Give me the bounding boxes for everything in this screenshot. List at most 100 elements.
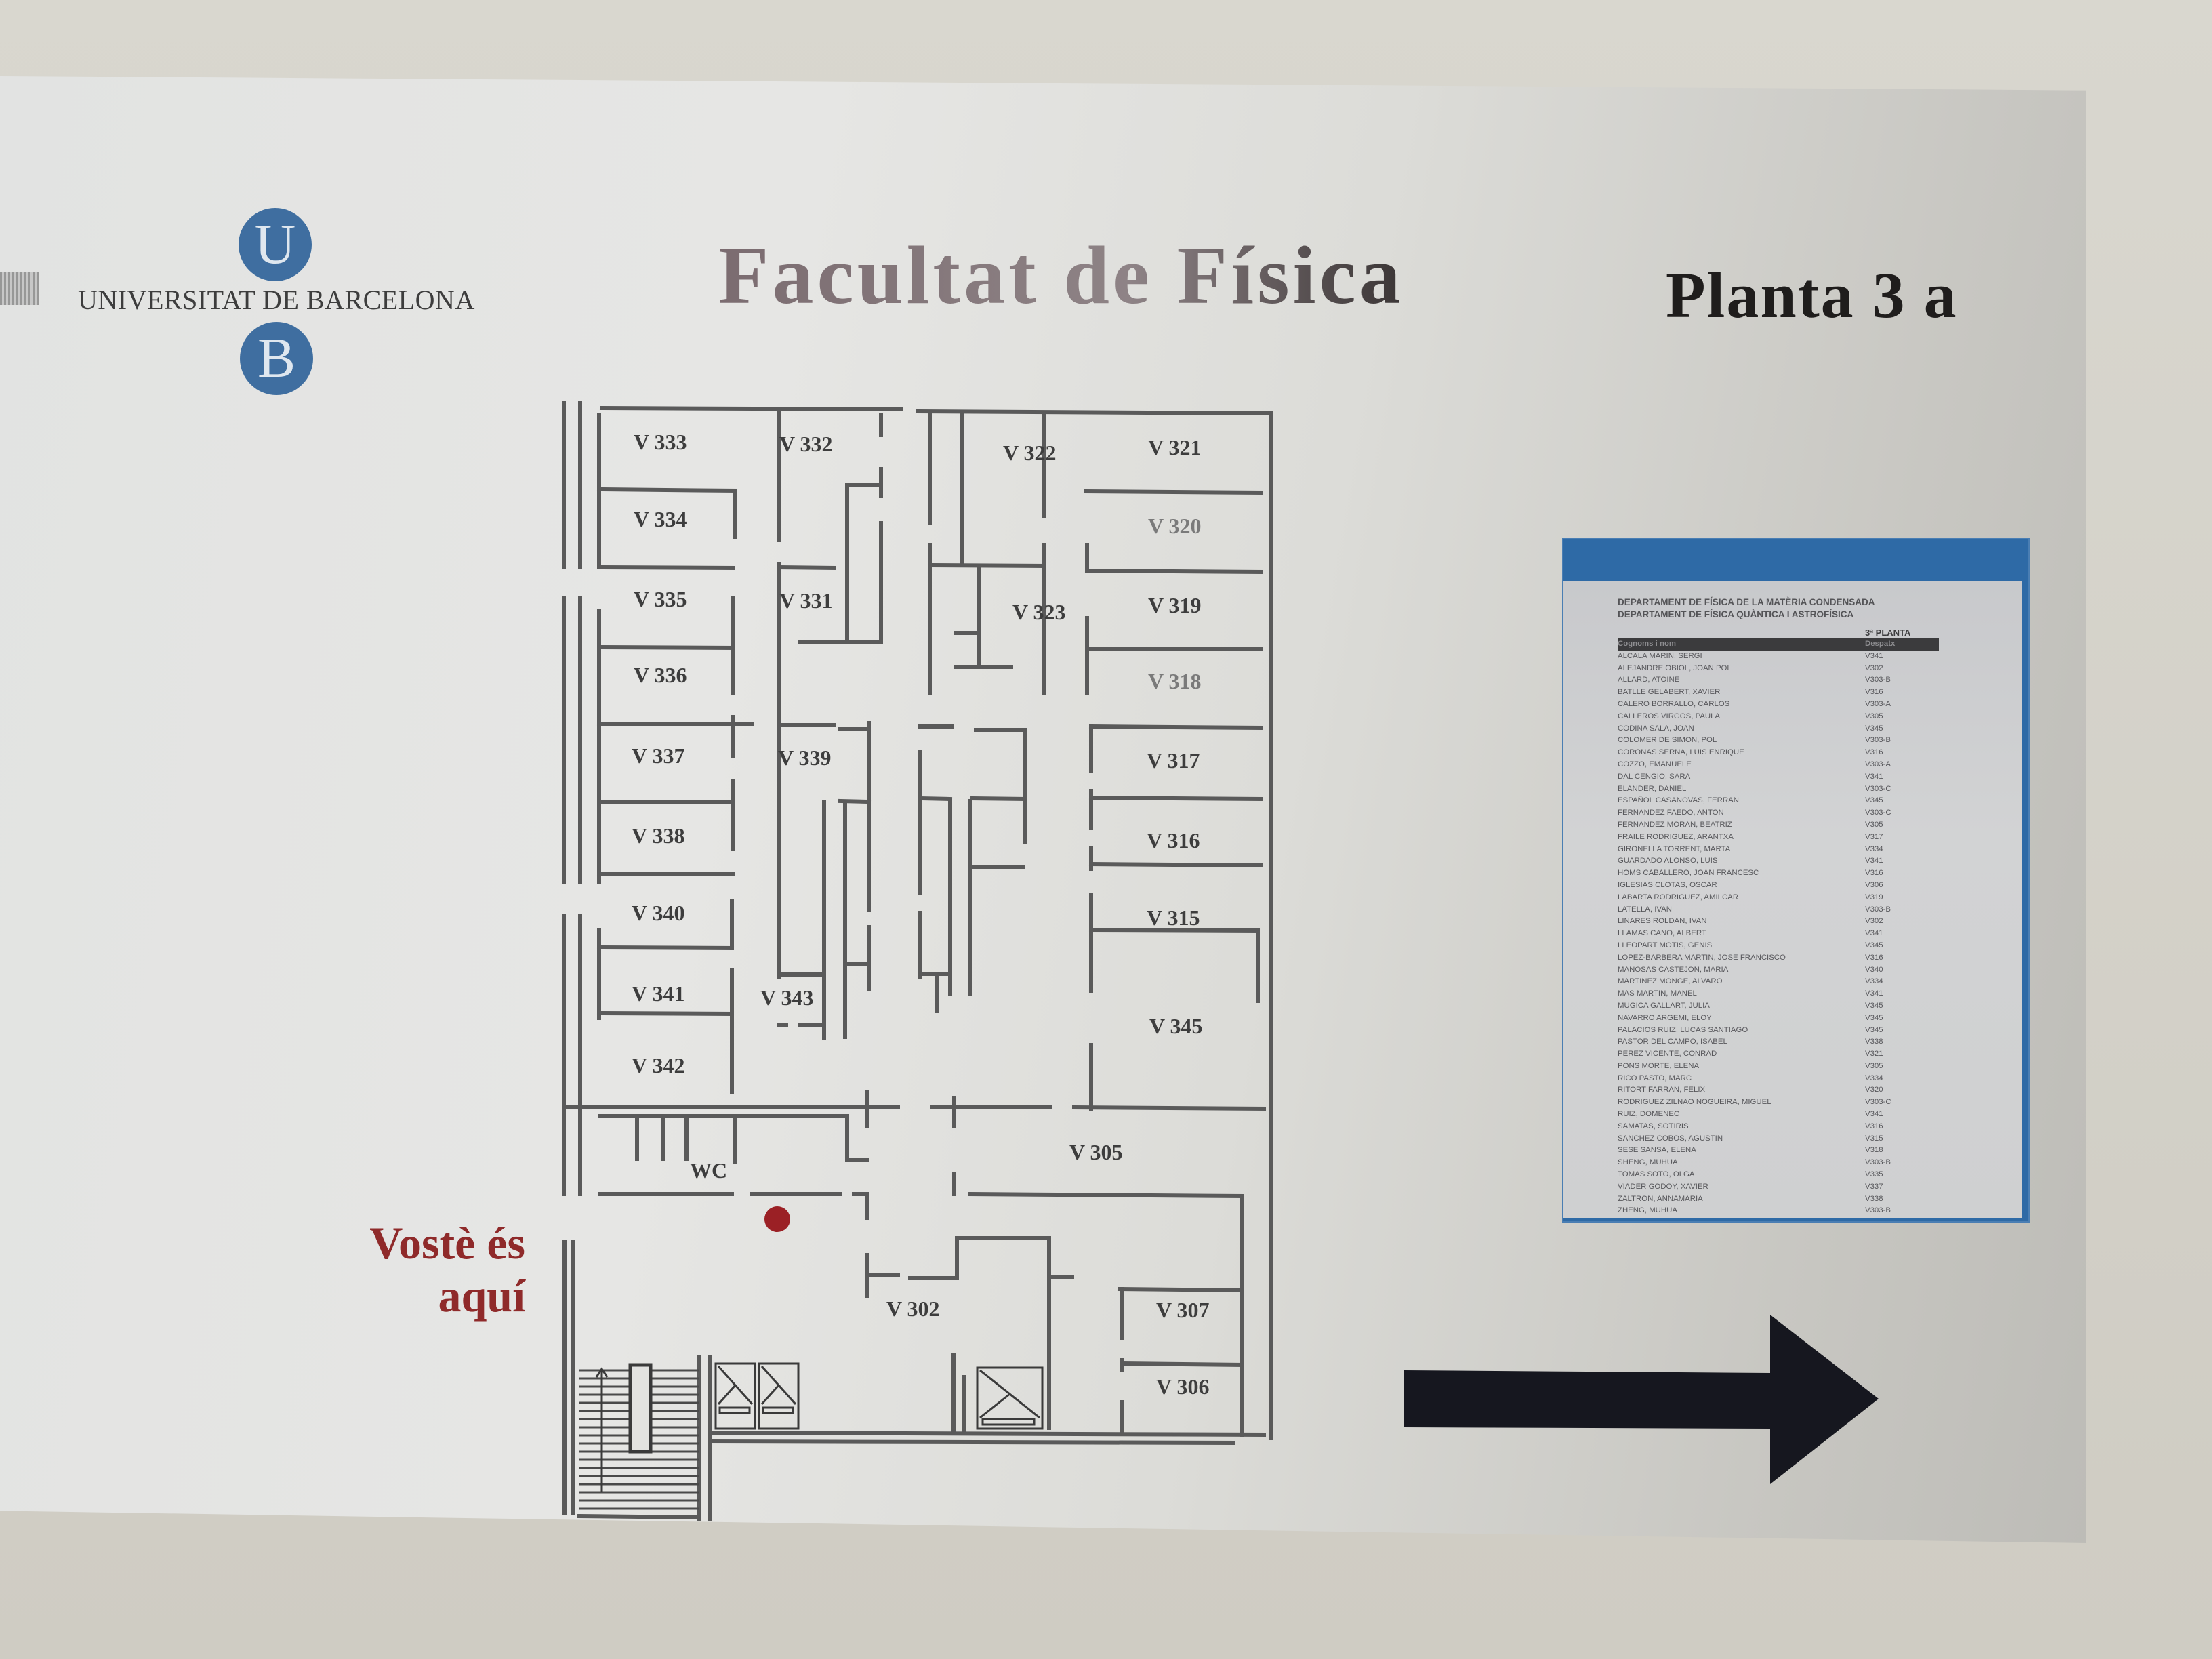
office-number: V320 bbox=[1865, 1086, 1883, 1094]
room-label: V 321 bbox=[1148, 435, 1202, 459]
room-label: V 315 bbox=[1147, 905, 1200, 930]
column-header-office: Despatx bbox=[1865, 640, 1896, 648]
staff-name: ELANDER, DANIEL bbox=[1618, 784, 1687, 793]
office-number: V306 bbox=[1865, 880, 1883, 889]
office-number: V338 bbox=[1865, 1194, 1883, 1203]
office-number: V303-A bbox=[1865, 760, 1891, 769]
room-label: V 320 bbox=[1148, 514, 1202, 538]
office-number: V341 bbox=[1865, 772, 1883, 781]
floor-directory-sign: U UNIVERSITAT DE BARCELONA B Facultat de… bbox=[0, 76, 2086, 1543]
office-number: V340 bbox=[1865, 965, 1883, 974]
office-number: V303-B bbox=[1865, 736, 1891, 745]
room-label: V 339 bbox=[778, 745, 832, 770]
office-number: V316 bbox=[1865, 688, 1883, 697]
room-label: V 343 bbox=[760, 985, 814, 1010]
staff-name: CALLEROS VIRGOS, PAULA bbox=[1618, 712, 1721, 720]
office-number: V303-A bbox=[1865, 699, 1891, 708]
room-label: V 332 bbox=[779, 432, 833, 456]
staff-name: RICO PASTO, MARC bbox=[1618, 1073, 1692, 1082]
office-number: V316 bbox=[1865, 1122, 1883, 1130]
staff-name: ZALTRON, ANNAMARIA bbox=[1618, 1194, 1703, 1203]
you-are-here-marker bbox=[764, 1206, 790, 1232]
room-label: V 322 bbox=[1003, 441, 1057, 465]
directory-row: COLOMER DE SIMON, POL V303-B bbox=[1618, 735, 1939, 747]
office-number: V345 bbox=[1865, 941, 1883, 949]
staff-name: LABARTA RODRIGUEZ, AMILCAR bbox=[1618, 893, 1739, 901]
directory-header: DEPARTAMENT DE FÍSICA DE LA MATÈRIA COND… bbox=[1618, 596, 1875, 621]
directory-row: IGLESIAS CLOTAS, OSCAR V306 bbox=[1618, 880, 1939, 892]
room-label: V 341 bbox=[632, 981, 685, 1006]
directory-row: ALCALA MARIN, SERGI V341 bbox=[1618, 651, 1939, 663]
directory-row: RODRIGUEZ ZILNAO NOGUEIRA, MIGUEL V303-C bbox=[1618, 1097, 1939, 1109]
room-label: V 333 bbox=[634, 430, 687, 454]
staff-name: IGLESIAS CLOTAS, OSCAR bbox=[1618, 880, 1717, 889]
office-number: V337 bbox=[1865, 1182, 1883, 1191]
staff-name: PASTOR DEL CAMPO, ISABEL bbox=[1618, 1038, 1727, 1046]
staff-name: MAS MARTIN, MANEL bbox=[1618, 989, 1697, 998]
staff-name: VIADER GODOY, XAVIER bbox=[1618, 1182, 1708, 1191]
you-are-here-line2: aquí bbox=[438, 1270, 525, 1322]
staff-name: PALACIOS RUIZ, LUCAS SANTIAGO bbox=[1618, 1025, 1748, 1034]
column-header-name: Cognoms i nom bbox=[1618, 640, 1677, 648]
staff-name: PONS MORTE, ELENA bbox=[1618, 1061, 1700, 1070]
university-name: UNIVERSITAT DE BARCELONA bbox=[78, 285, 475, 315]
staff-name: LATELLA, IVAN bbox=[1618, 905, 1672, 914]
office-number: V303-B bbox=[1865, 1158, 1891, 1167]
office-number: V334 bbox=[1865, 1073, 1883, 1082]
staff-name: LINARES ROLDAN, IVAN bbox=[1618, 917, 1707, 926]
arrow-right-icon bbox=[1404, 1315, 1879, 1484]
staff-name: RODRIGUEZ ZILNAO NOGUEIRA, MIGUEL bbox=[1618, 1098, 1771, 1107]
directory-row: BATLLE GELABERT, XAVIER V316 bbox=[1618, 687, 1939, 699]
directory-table-header: Cognoms i nom Despatx bbox=[1618, 638, 1939, 651]
directory-department-1: DEPARTAMENT DE FÍSICA DE LA MATÈRIA COND… bbox=[1618, 597, 1875, 607]
staff-name: ESPAÑOL CASANOVAS, FERRAN bbox=[1618, 796, 1739, 805]
office-number: V316 bbox=[1865, 869, 1883, 878]
room-label: V 345 bbox=[1149, 1014, 1203, 1038]
staff-name: BATLLE GELABERT, XAVIER bbox=[1618, 688, 1721, 697]
logo-b-badge: B bbox=[240, 322, 313, 395]
you-are-here-line1: Vostè és bbox=[369, 1217, 525, 1269]
room-label: V 331 bbox=[779, 588, 833, 613]
office-number: V341 bbox=[1865, 929, 1883, 938]
restroom-label: WC bbox=[690, 1158, 728, 1183]
staff-name: SESE SANSA, ELENA bbox=[1618, 1146, 1696, 1155]
office-number: V345 bbox=[1865, 1001, 1883, 1010]
office-number: V303-C bbox=[1865, 1098, 1891, 1107]
room-label: V 316 bbox=[1147, 828, 1200, 853]
room-label: V 337 bbox=[632, 743, 685, 768]
room-label: V 317 bbox=[1147, 748, 1200, 773]
staff-name: NAVARRO ARGEMI, ELOY bbox=[1618, 1013, 1712, 1022]
staff-name: COLOMER DE SIMON, POL bbox=[1618, 736, 1717, 745]
office-number: V334 bbox=[1865, 977, 1883, 986]
office-number: V345 bbox=[1865, 1025, 1883, 1034]
room-label: V 306 bbox=[1156, 1374, 1210, 1399]
room-label: V 340 bbox=[632, 901, 685, 925]
office-number: V316 bbox=[1865, 748, 1883, 757]
office-number: V341 bbox=[1865, 1110, 1883, 1119]
office-number: V341 bbox=[1865, 651, 1883, 660]
office-number: V303-C bbox=[1865, 784, 1891, 793]
office-number: V318 bbox=[1865, 1146, 1883, 1155]
staff-name: ALCALA MARIN, SERGI bbox=[1618, 651, 1702, 660]
room-label: V 318 bbox=[1148, 669, 1202, 693]
office-number: V335 bbox=[1865, 1170, 1883, 1179]
